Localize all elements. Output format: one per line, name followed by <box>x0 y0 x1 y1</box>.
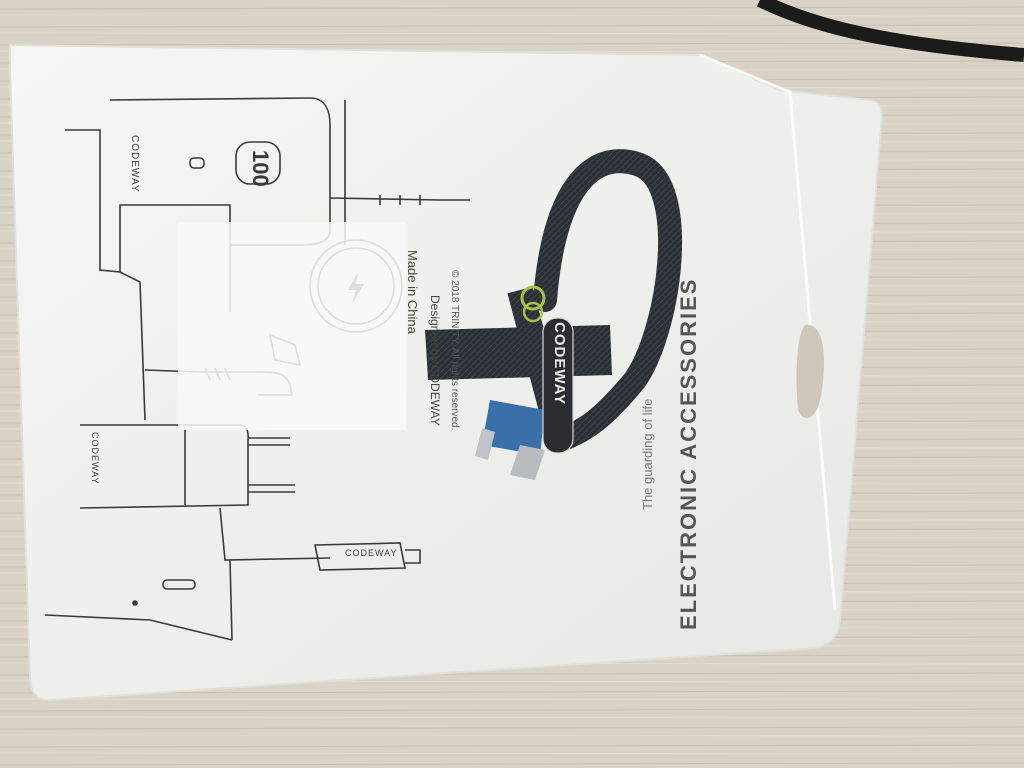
credit-made-in: Made in China <box>405 250 420 334</box>
brand-mark-cable: CODEWAY <box>345 548 398 558</box>
brand-mark-top: CODEWAY <box>129 135 140 193</box>
package-subtitle: The guarding of life <box>640 398 655 510</box>
braided-cable <box>533 149 682 452</box>
hang-hole <box>796 324 825 419</box>
package-title: ELECTRONIC ACCESSORIES <box>676 277 701 630</box>
usbc-plug <box>510 445 545 480</box>
black-cable <box>756 0 1024 62</box>
credit-designed-by: Designed by CODEWAY <box>428 295 442 426</box>
credit-copyright: © 2018 TRINITY. All rights reserved. <box>449 270 460 431</box>
blue-connector <box>482 400 545 455</box>
cable-label: CODEWAY <box>551 322 568 406</box>
display-value: 100 <box>248 150 273 187</box>
brand-mark-charger: CODEWAY <box>90 432 100 485</box>
